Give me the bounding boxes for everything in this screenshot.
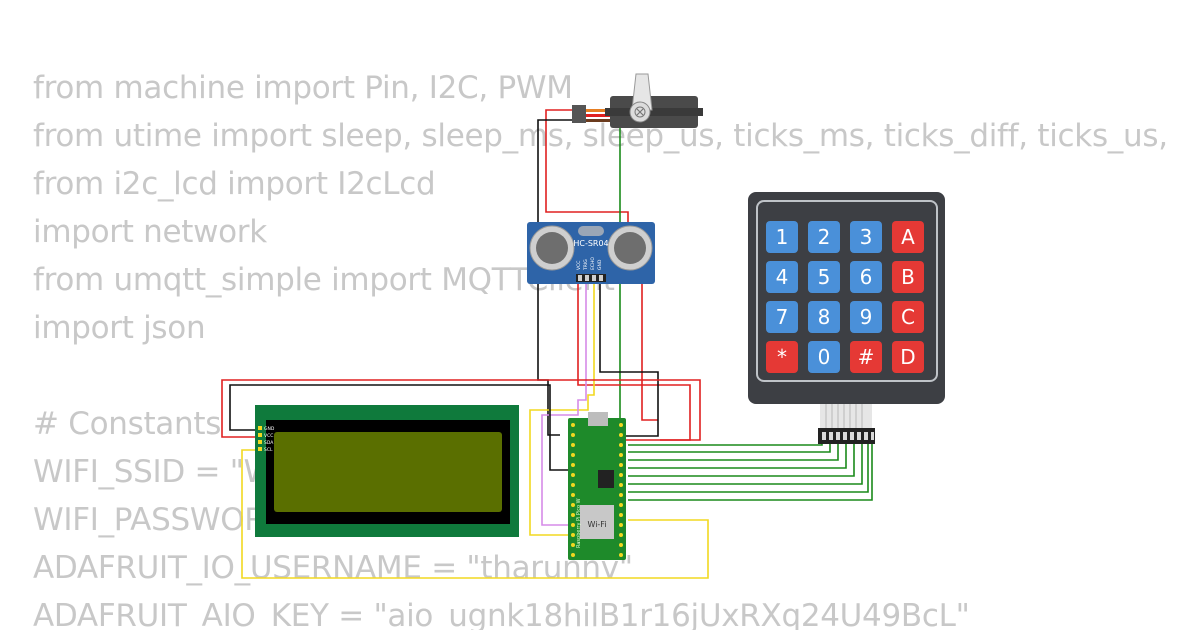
svg-text:ECHO: ECHO: [590, 257, 596, 270]
keypad-ribbon: [820, 404, 872, 428]
keypad-key-label: 7: [776, 305, 789, 329]
keypad-wire-3[interactable]: [628, 440, 839, 461]
svg-text:VCC: VCC: [576, 261, 582, 270]
servo-red-wire[interactable]: [545, 109, 658, 421]
wifi-label: Wi-Fi: [587, 520, 606, 529]
keypad-key-label: 6: [860, 265, 873, 289]
keypad-key-label: C: [901, 305, 915, 329]
keypad-key-label: B: [901, 265, 915, 289]
keypad-key-label: D: [900, 345, 915, 369]
keypad-4x4[interactable]: 1 2 3 A 4 5 6 B 7 8 9 C * 0 # D: [748, 192, 945, 444]
usb-port[interactable]: [588, 412, 608, 426]
servo-connector: [572, 105, 586, 123]
keypad-key[interactable]: 5: [808, 261, 840, 293]
keypad-key-label: 3: [860, 225, 873, 249]
lcd-yellow-wire[interactable]: [241, 449, 709, 579]
keypad-key-label: 9: [860, 305, 873, 329]
lcd-black-wire[interactable]: [229, 384, 570, 471]
keypad-key-label: 8: [818, 305, 831, 329]
lcd-display[interactable]: GND VCC SDA SCL: [255, 405, 519, 537]
lcd-pins: GND VCC SDA SCL: [258, 426, 275, 453]
pico-pins: [571, 423, 623, 557]
code-line: ADAFRUIT_IO_USERNAME = "tharunnv": [33, 550, 633, 586]
sonar-black-wire[interactable]: [599, 282, 659, 437]
sonar-pink-wire[interactable]: [541, 282, 587, 526]
keypad-key[interactable]: #: [850, 341, 882, 373]
code-line: from machine import Pin, I2C, PWM: [33, 70, 573, 106]
code-line: # Constants: [33, 406, 222, 442]
code-line: ADAFRUIT_AIO_KEY = "aio_ugnk18hilB1r16jU…: [33, 598, 970, 630]
ultrasonic-sensor[interactable]: HC-SR04 VCC TRIG ECHO GND: [527, 222, 655, 284]
keypad-key[interactable]: 3: [850, 221, 882, 253]
board-label: Raspberry Pi Pico W: [576, 498, 582, 548]
svg-text:GND: GND: [597, 259, 603, 270]
keypad-wire-5[interactable]: [628, 440, 855, 477]
keypad-wire-2[interactable]: [628, 440, 831, 453]
keypad-key[interactable]: 0: [808, 341, 840, 373]
keypad-wire-7[interactable]: [628, 440, 869, 493]
keypad-key[interactable]: B: [892, 261, 924, 293]
keypad-key-label: 5: [818, 265, 831, 289]
servo-horn[interactable]: [631, 73, 653, 111]
servo-motor[interactable]: [572, 73, 703, 128]
keypad-key[interactable]: *: [766, 341, 798, 373]
keypad-key-label: #: [858, 345, 875, 369]
keypad-wire-8[interactable]: [628, 440, 873, 501]
keypad-key[interactable]: 2: [808, 221, 840, 253]
keypad-key-label: 0: [818, 345, 831, 369]
code-line: import network: [33, 214, 267, 250]
rp2040-chip: [598, 470, 614, 488]
svg-text:SDA: SDA: [264, 440, 274, 446]
keypad-key[interactable]: 4: [766, 261, 798, 293]
keypad-key[interactable]: D: [892, 341, 924, 373]
lcd-screen: [274, 432, 502, 512]
keypad-key[interactable]: 6: [850, 261, 882, 293]
keypad-key-label: *: [777, 345, 787, 369]
svg-text:TRIG: TRIG: [583, 259, 589, 271]
svg-text:VCC: VCC: [264, 433, 273, 439]
svg-text:GND: GND: [264, 426, 275, 432]
keypad-key-label: 2: [818, 225, 831, 249]
keypad-key[interactable]: 1: [766, 221, 798, 253]
sonar-pins: VCC TRIG ECHO GND: [576, 257, 606, 282]
lcd-red-wire[interactable]: [221, 379, 701, 441]
keypad-key-label: A: [901, 225, 915, 249]
keypad-key[interactable]: C: [892, 301, 924, 333]
keypad-key[interactable]: 8: [808, 301, 840, 333]
sonar-yellow-wire[interactable]: [529, 282, 595, 536]
keypad-key[interactable]: A: [892, 221, 924, 253]
keypad-key-label: 1: [776, 225, 789, 249]
wifi-module: [580, 505, 614, 539]
keypad-key[interactable]: 7: [766, 301, 798, 333]
pico-w-board[interactable]: Wi-Fi Raspberry Pi Pico W: [568, 412, 626, 560]
keypad-wire-6[interactable]: [628, 440, 863, 485]
code-line: from i2c_lcd import I2cLcd: [33, 166, 436, 202]
svg-text:SCL: SCL: [264, 447, 273, 453]
keypad-key-label: 4: [776, 265, 789, 289]
code-line: from utime import sleep, sleep_ms, sleep…: [33, 118, 1167, 154]
code-line: import json: [33, 310, 206, 346]
keypad-wire-4[interactable]: [628, 440, 847, 469]
keypad-keys: 1 2 3 A 4 5 6 B 7 8 9 C * 0 # D: [766, 221, 924, 373]
keypad-key[interactable]: 9: [850, 301, 882, 333]
sonar-label: HC-SR04: [573, 239, 608, 248]
